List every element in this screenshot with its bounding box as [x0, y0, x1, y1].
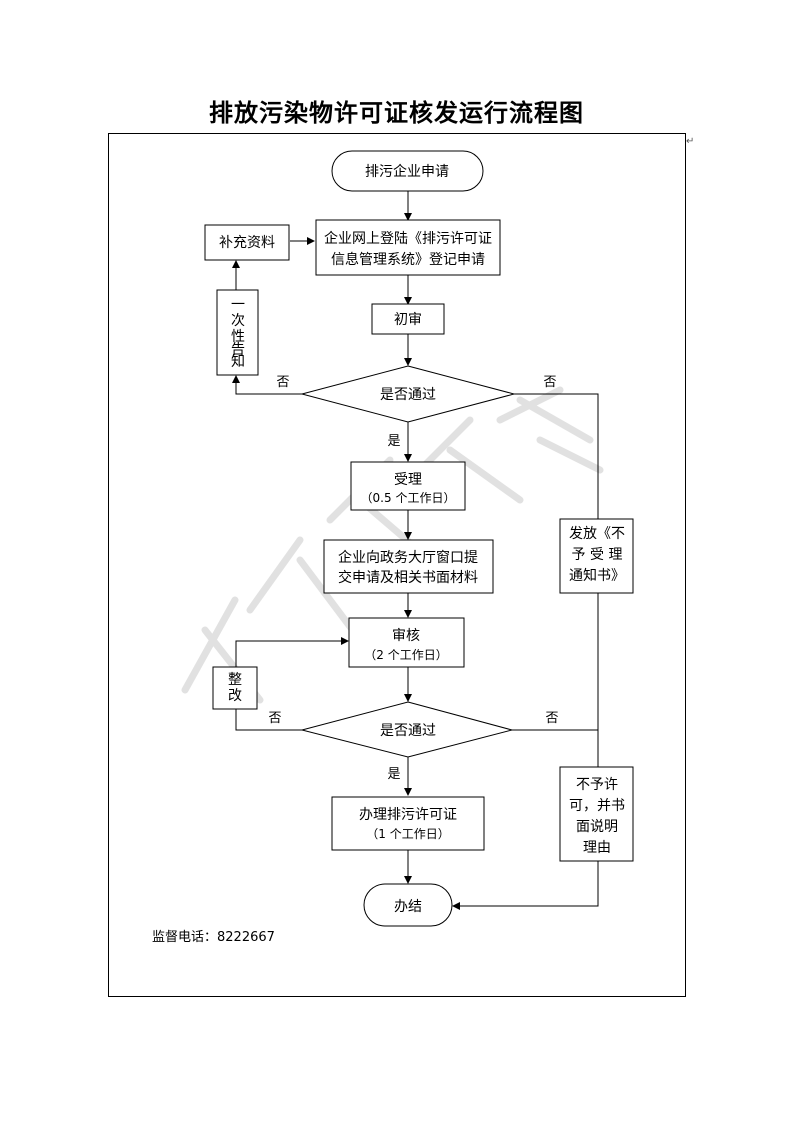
diagram-frame [108, 133, 686, 997]
supplement-label: 补充资料 [219, 235, 275, 251]
notify-char-3: 性 [231, 329, 245, 345]
issue-box [331, 796, 485, 851]
decision2-diamond [300, 701, 514, 758]
reject-notice-label-3: 通知书》 [569, 567, 625, 584]
page-title: 排放污染物许可证核发运行流程图 [209, 98, 584, 127]
initial-review-box [371, 303, 445, 335]
audit-days: （2 个工作日） [364, 648, 447, 662]
register-label-2: 信息管理系统》登记申请 [331, 251, 485, 268]
accept-label: 受理 [394, 472, 422, 488]
deny-label-4: 理由 [583, 840, 611, 856]
start-terminal [331, 150, 484, 192]
register-label-1: 企业网上登陆《排污许可证 [324, 230, 492, 247]
rectify-box [212, 666, 258, 710]
decision2-no-left: 否 [268, 711, 281, 726]
decision2-no-right: 否 [545, 711, 558, 726]
reject-notice-box [559, 518, 634, 594]
rectify-label-1: 整 [228, 672, 242, 688]
submit-box [323, 539, 494, 594]
notify-char-2: 次 [231, 313, 245, 329]
accept-box [350, 461, 466, 511]
notify-char-4: 告 [231, 342, 245, 358]
register-box [315, 219, 501, 276]
corner-mark: ↵ [686, 136, 695, 147]
decision1-diamond [300, 365, 516, 423]
decision1-no-right: 否 [543, 375, 556, 390]
notify-char-1: 一 [231, 297, 245, 313]
decision2-label: 是否通过 [380, 723, 436, 739]
hotline: 监督电话：8222667 [152, 930, 275, 945]
deny-label-3: 面说明 [576, 819, 618, 835]
notify-char-5: 知 [231, 353, 245, 370]
notify-box [216, 289, 259, 376]
end-terminal [363, 883, 453, 927]
accept-days: （0.5 个工作日） [361, 491, 456, 505]
decision1-yes: 是 [387, 434, 400, 449]
issue-days: （1 个工作日） [366, 827, 449, 841]
rectify-label-2: 改 [228, 688, 242, 704]
reject-notice-label-2: 予 受 理 [572, 547, 623, 563]
decision1-label: 是否通过 [380, 387, 436, 403]
audit-box [348, 617, 465, 668]
audit-label: 审核 [392, 628, 420, 644]
decision1-no-left: 否 [276, 375, 289, 390]
end-label: 办结 [394, 899, 422, 915]
reject-notice-label-1: 发放《不 [569, 526, 625, 542]
connectors [232, 191, 599, 910]
submit-label-2: 交申请及相关书面材料 [338, 569, 478, 586]
decision2-yes: 是 [387, 767, 400, 782]
deny-label-1: 不予许 [576, 777, 618, 793]
submit-label-1: 企业向政务大厅窗口提 [338, 549, 478, 566]
initial-review-label: 初审 [394, 311, 422, 328]
deny-label-2: 可，并书 [569, 798, 625, 814]
supplement-box [204, 224, 290, 261]
issue-label: 办理排污许可证 [359, 807, 457, 823]
start-label: 排污企业申请 [365, 163, 449, 180]
deny-box [559, 766, 634, 862]
